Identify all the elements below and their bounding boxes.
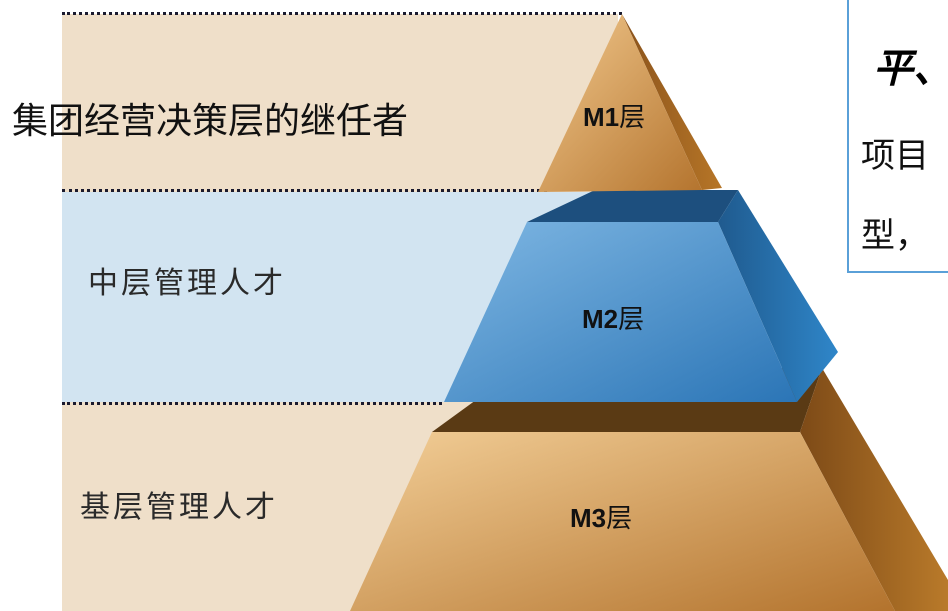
- level-label-m3: 基层管理人才: [80, 490, 278, 525]
- m3-front-face: [350, 432, 895, 611]
- m2-side-face: [718, 190, 838, 402]
- m1-front-face: [538, 14, 702, 192]
- tier-m2: M2层: [582, 299, 644, 336]
- band-top: [62, 14, 618, 192]
- tier-m1-code: M1: [583, 102, 620, 132]
- m1-side-face: [622, 14, 722, 190]
- side-text-line-2: 项目: [861, 136, 929, 176]
- tier-m3: M3层: [570, 498, 632, 535]
- tier-m3-code: M3: [570, 503, 607, 533]
- side-text-line-1: 平、: [873, 45, 948, 92]
- tier-m1-suffix: 层: [619, 102, 646, 132]
- side-text-line-3: 型，: [861, 216, 929, 256]
- tier-m2-suffix: 层: [618, 304, 645, 334]
- divider-m2-m3: [62, 402, 442, 405]
- m3-side-face: [800, 368, 948, 611]
- divider-m1-m2: [62, 189, 547, 192]
- level-label-m2: 中层管理人才: [88, 266, 286, 301]
- tier-m2-code: M2: [582, 304, 619, 334]
- tier-m1: M1层: [583, 97, 645, 134]
- divider-top: [62, 12, 622, 15]
- side-text-box: 平、 项目 型，: [847, 0, 948, 273]
- tier-m3-suffix: 层: [606, 503, 633, 533]
- level-label-m1: 集团经营决策层的继任者: [12, 101, 409, 142]
- m2-front-face: [444, 222, 797, 402]
- m2-top-face: [527, 190, 738, 222]
